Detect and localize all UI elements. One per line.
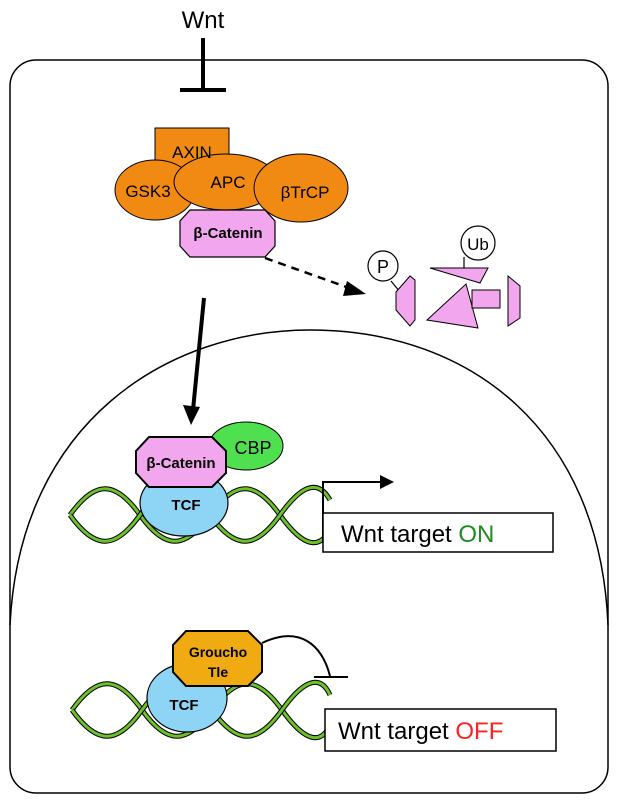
transcription-arrowhead: [380, 475, 394, 489]
wnt-target-on-prefix: Wnt target: [341, 521, 458, 548]
wnt-target-off-text: Wnt target OFF: [338, 718, 503, 745]
beta-catenin-nuclear-label: β-Catenin: [146, 455, 215, 472]
fragment-top: [429, 267, 489, 284]
phosphate-label: P: [377, 257, 389, 277]
fragment-left: [395, 275, 416, 327]
fragment-triangle: [425, 283, 479, 329]
btrcp-label: βTrCP: [281, 183, 330, 202]
destruction-complex: AXIN GSK3 APC βTrCP β-Catenin: [114, 127, 349, 258]
fragment-square: [471, 289, 501, 309]
apc-label: APC: [211, 173, 246, 192]
tcf-label-on: TCF: [171, 497, 200, 514]
ubiquitin-label: Ub: [467, 235, 489, 254]
btrcp-protein: [253, 153, 349, 223]
repressor-complex: TCF Groucho Tle: [146, 630, 263, 733]
degraded-beta-catenin: P Ub: [367, 225, 521, 329]
degradation-dashed-arrow: [264, 256, 353, 291]
axin-label: AXIN: [172, 143, 212, 162]
beta-catenin-nuclear: [135, 436, 227, 488]
active-transcription-complex: CBP TCF β-Catenin: [135, 421, 284, 537]
beta-catenin-cytoplasm: [179, 209, 276, 258]
wnt-target-on-box: [322, 512, 554, 553]
wnt-target-off-box: [324, 708, 557, 752]
wnt-target-on-text: Wnt target ON: [341, 521, 494, 548]
wnt-target-off-prefix: Wnt target: [338, 718, 455, 745]
ubiquitin-circle: [460, 225, 496, 261]
degradation-arrowhead: [343, 281, 366, 296]
groucho-label-line1: Groucho: [189, 644, 247, 660]
gsk3-label: GSK3: [125, 182, 170, 201]
nuclear-translocation-arrow: [191, 297, 206, 411]
phosphate-circle: [367, 250, 399, 282]
groucho-tle-protein: [172, 630, 263, 687]
tcf-label-off: TCF: [169, 697, 198, 714]
wnt-target-off-state: OFF: [455, 718, 503, 745]
wnt-target-on-state: ON: [458, 521, 494, 548]
groucho-label-line2: Tle: [208, 664, 228, 680]
nucleus-envelope: [9, 329, 609, 626]
wnt-label: Wnt: [182, 7, 225, 34]
nuclear-translocation-arrowhead: [183, 405, 200, 425]
fragment-right: [507, 274, 521, 327]
cell-membrane: [9, 59, 609, 794]
cbp-label: CBP: [234, 438, 271, 458]
beta-catenin-label: β-Catenin: [193, 225, 262, 242]
repression-curve: [261, 635, 331, 677]
